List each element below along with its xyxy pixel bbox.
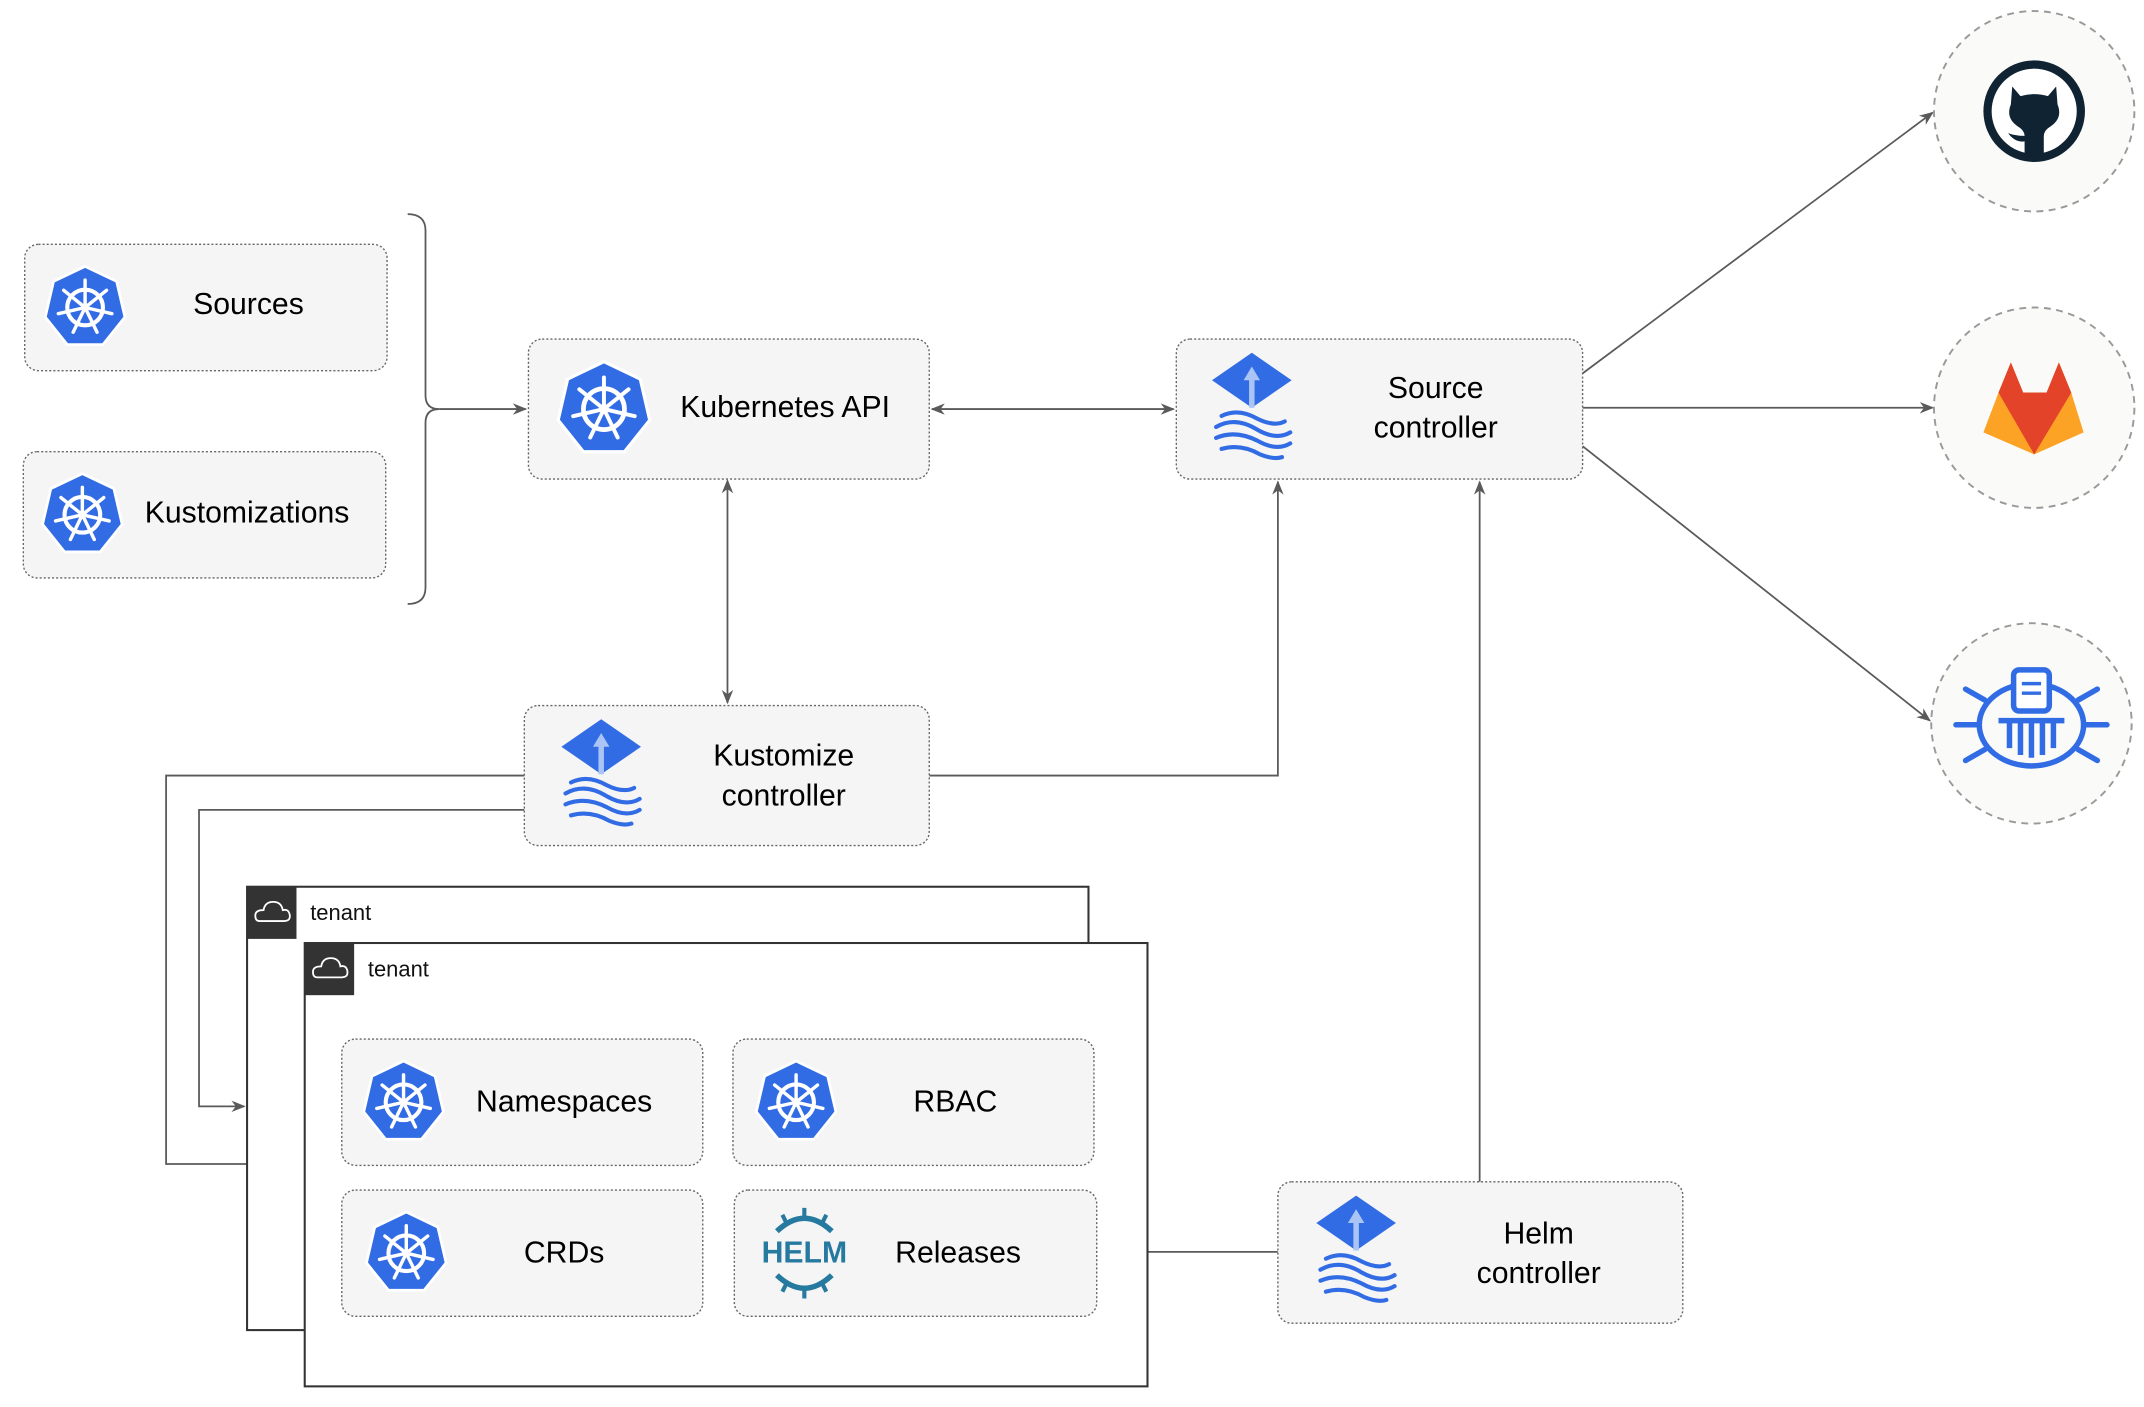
kustomizations-label: Kustomizations [145,497,350,530]
kubernetes-api-label: Kubernetes API [680,391,890,424]
bucket-node[interactable] [1930,622,2133,825]
svg-text:HELM: HELM [762,1237,848,1270]
edge-kustomize-to-tenant-2 [165,774,525,1170]
helm-controller-label-line1: Helm [1503,1217,1573,1250]
kustomize-controller-label-line2: controller [722,779,846,812]
crds-label: CRDs [524,1237,605,1270]
kustomize-controller-label-line1: Kustomize [713,740,854,773]
edge-source-to-bucket [1582,445,1931,722]
gitlab-node[interactable] [1933,306,2136,509]
helm-controller-node[interactable]: Helm controller [1277,1181,1684,1324]
rbac-node[interactable]: RBAC [732,1038,1095,1167]
helm-controller-label-line2: controller [1477,1257,1601,1290]
kustomize-controller-node[interactable]: Kustomize controller [523,704,930,847]
helm-icon: HELM [762,1207,848,1299]
tenant-group-front[interactable]: tenant Namespaces RBAC CRDs HELM Release… [303,941,1149,1388]
releases-node[interactable]: HELM Releases [733,1189,1098,1318]
sources-label: Sources [193,288,304,321]
namespaces-node[interactable]: Namespaces [341,1038,704,1167]
gitlab-icon [1983,362,2084,455]
crds-node[interactable]: CRDs [341,1189,704,1318]
source-controller-label-line1: Source [1388,372,1484,405]
edge-kustomize-to-source [929,480,1284,777]
github-node[interactable] [1933,10,2136,213]
source-controller-node[interactable]: Source controller [1175,338,1584,480]
source-controller-label-line2: controller [1374,412,1498,445]
edge-kustomize-to-tenant-1 [198,808,525,1113]
bucket-icon [1953,667,2110,769]
releases-label: Releases [895,1237,1021,1270]
sources-node[interactable]: Sources [24,243,388,372]
kustomizations-node[interactable]: Kustomizations [22,450,387,579]
edge-source-to-github [1582,111,1934,375]
namespaces-label: Namespaces [476,1086,652,1119]
tenant-label: tenant [368,956,429,981]
tenant-label: tenant [310,900,371,925]
kubernetes-api-node[interactable]: Kubernetes API [527,338,930,480]
rbac-label: RBAC [913,1086,997,1119]
github-icon [1983,60,2085,163]
brace-sources-kustomizations [407,213,440,605]
